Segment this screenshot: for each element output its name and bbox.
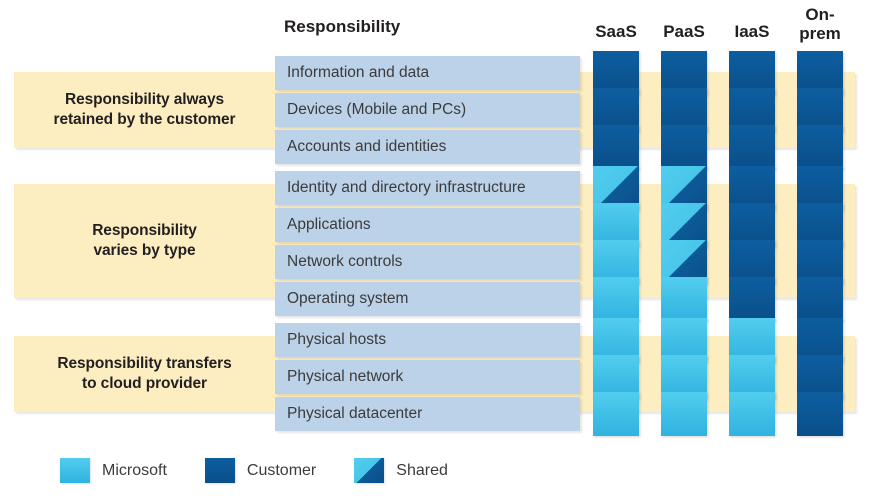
- matrix-cell-iaas-customer: [729, 203, 775, 247]
- responsibility-row: Physical network: [275, 360, 580, 394]
- responsibility-row-label: Physical network: [287, 368, 404, 385]
- matrix-cell-paas-microsoft: [661, 318, 707, 362]
- legend-label-microsoft: Microsoft: [102, 461, 167, 479]
- legend-label-customer: Customer: [246, 461, 317, 479]
- responsibility-row-label: Applications: [287, 216, 371, 233]
- matrix-cell-onprem-customer: [797, 166, 843, 210]
- column-header-paas: PaaS: [663, 22, 705, 41]
- responsibility-row: Physical hosts: [275, 323, 580, 357]
- matrix-cell-saas-microsoft: [593, 392, 639, 436]
- matrix-cell-iaas-customer: [729, 240, 775, 284]
- responsibility-row-label: Devices (Mobile and PCs): [287, 101, 467, 118]
- column-header-onprem: On-prem: [799, 5, 841, 44]
- matrix-cell-paas-microsoft: [661, 355, 707, 399]
- matrix-cell-onprem-customer: [797, 203, 843, 247]
- matrix-cell-iaas-microsoft: [729, 392, 775, 436]
- responsibility-row: Operating system: [275, 282, 580, 316]
- column-header-iaas: IaaS: [734, 22, 770, 41]
- matrix-cell-onprem-customer: [797, 318, 843, 362]
- responsibility-row-label: Network controls: [287, 253, 403, 270]
- responsibility-row: Devices (Mobile and PCs): [275, 93, 580, 127]
- matrix-cell-paas-shared: [661, 166, 707, 210]
- matrix-cell-paas-customer: [661, 88, 707, 132]
- matrix-cell-iaas-customer: [729, 166, 775, 210]
- legend-item-shared: Shared: [354, 458, 448, 483]
- legend-swatch-shared-icon: [354, 458, 385, 483]
- responsibility-row-label: Information and data: [287, 64, 430, 81]
- matrix-cell-paas-customer: [661, 125, 707, 169]
- legend: Microsoft Customer Shared: [60, 458, 486, 483]
- matrix-cell-paas-shared: [661, 240, 707, 284]
- matrix-cell-onprem-customer: [797, 51, 843, 95]
- responsibility-row: Information and data: [275, 56, 580, 90]
- responsibility-row: Applications: [275, 208, 580, 242]
- legend-item-microsoft: Microsoft: [60, 458, 167, 483]
- legend-swatch-microsoft-icon: [60, 458, 90, 483]
- matrix-cell-onprem-customer: [797, 240, 843, 284]
- matrix-cell-paas-shared: [661, 203, 707, 247]
- matrix-cell-iaas-customer: [729, 277, 775, 321]
- matrix-cell-iaas-customer: [729, 125, 775, 169]
- matrix-cell-saas-customer: [593, 125, 639, 169]
- responsibility-row-label: Identity and directory infrastructure: [287, 179, 526, 196]
- matrix-cell-saas-microsoft: [593, 355, 639, 399]
- matrix-cell-saas-microsoft: [593, 318, 639, 362]
- matrix-cell-iaas-microsoft: [729, 355, 775, 399]
- matrix-cell-saas-shared: [593, 166, 639, 210]
- matrix-cell-iaas-customer: [729, 51, 775, 95]
- legend-label-shared: Shared: [396, 461, 448, 479]
- responsibility-row: Physical datacenter: [275, 397, 580, 431]
- matrix-cell-iaas-customer: [729, 88, 775, 132]
- responsibility-row-label: Physical hosts: [287, 331, 387, 348]
- responsibility-row: Identity and directory infrastructure: [275, 171, 580, 205]
- column-header-saas: SaaS: [595, 22, 637, 41]
- matrix-cell-iaas-microsoft: [729, 318, 775, 362]
- responsibility-row-label: Accounts and identities: [287, 138, 447, 155]
- matrix-cell-saas-customer: [593, 51, 639, 95]
- matrix-cell-paas-customer: [661, 51, 707, 95]
- page-title: Responsibility: [284, 17, 401, 36]
- matrix-cell-onprem-customer: [797, 88, 843, 132]
- matrix-cell-saas-microsoft: [593, 203, 639, 247]
- matrix-cell-saas-customer: [593, 88, 639, 132]
- matrix-cell-onprem-customer: [797, 277, 843, 321]
- legend-swatch-customer-icon: [204, 458, 235, 483]
- matrix-cell-saas-microsoft: [593, 240, 639, 284]
- matrix-cell-onprem-customer: [797, 125, 843, 169]
- matrix-cell-paas-microsoft: [661, 392, 707, 436]
- matrix-cell-onprem-customer: [797, 355, 843, 399]
- legend-item-customer: Customer: [204, 458, 317, 483]
- responsibility-row: Accounts and identities: [275, 130, 580, 164]
- responsibility-row: Network controls: [275, 245, 580, 279]
- responsibility-row-label: Physical datacenter: [287, 405, 423, 422]
- matrix-cell-saas-microsoft: [593, 277, 639, 321]
- matrix-cell-onprem-customer: [797, 392, 843, 436]
- responsibility-row-label: Operating system: [287, 290, 409, 307]
- matrix-cell-paas-microsoft: [661, 277, 707, 321]
